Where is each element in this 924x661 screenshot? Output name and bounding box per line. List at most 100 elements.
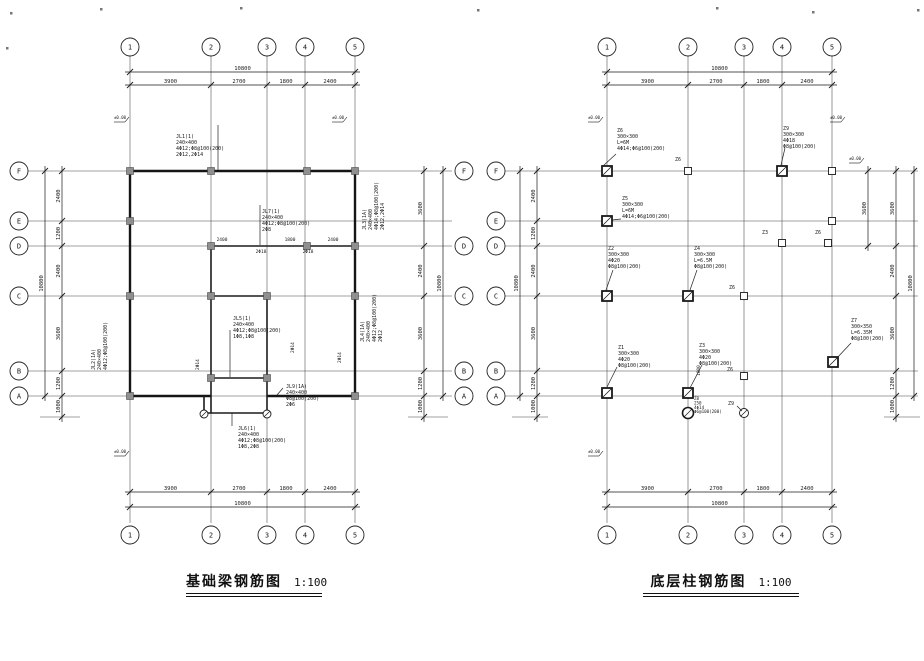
svg-text:Z6: Z6: [675, 157, 681, 163]
svg-text:JL7(1): JL7(1): [262, 209, 280, 215]
svg-text:4Φ12;Φ8@100(200): 4Φ12;Φ8@100(200): [233, 328, 281, 334]
svg-text:±0.00: ±0.00: [114, 115, 127, 120]
grid-lines: [28, 56, 452, 523]
svg-text:2: 2: [209, 532, 213, 540]
svg-text:Z6: Z6: [727, 367, 733, 373]
svg-text:3: 3: [265, 44, 269, 52]
svg-text:4Φ12;Φ8@100(200): 4Φ12;Φ8@100(200): [176, 146, 224, 152]
svg-text:5: 5: [353, 44, 357, 52]
svg-text:Z6: Z6: [617, 128, 623, 134]
annotations: Z6300×300L=6M4Φ14;Φ6@100(200)Z5300×300L=…: [608, 126, 884, 414]
svg-text:5: 5: [830, 44, 834, 52]
stray-mark: [240, 7, 243, 10]
svg-text:10800: 10800: [711, 66, 728, 72]
svg-text:Φ8@100(200): Φ8@100(200): [783, 144, 816, 150]
svg-text:4: 4: [303, 532, 307, 540]
svg-text:2Φ18: 2Φ18: [303, 249, 314, 255]
svg-text:Z1: Z1: [618, 345, 624, 351]
svg-text:Z6: Z6: [815, 230, 821, 236]
svg-text:Z7: Z7: [851, 318, 857, 324]
svg-text:5: 5: [830, 532, 834, 540]
svg-text:2: 2: [686, 44, 690, 52]
svg-text:Φ8@100(200): Φ8@100(200): [851, 336, 884, 342]
svg-text:2400: 2400: [217, 237, 228, 243]
svg-text:240×400: 240×400: [176, 140, 197, 146]
svg-text:JL4(1A): JL4(1A): [360, 321, 366, 342]
svg-text:300×300: 300×300: [622, 202, 643, 208]
svg-text:3600: 3600: [418, 327, 424, 340]
svg-text:3600: 3600: [531, 327, 537, 340]
svg-text:4Φ14;Φ8@100(200): 4Φ14;Φ8@100(200): [374, 182, 380, 230]
svg-text:JL5(1): JL5(1): [233, 316, 251, 322]
leader-lines: [602, 147, 852, 412]
svg-text:4Φ14;Φ6@100(200): 4Φ14;Φ6@100(200): [617, 146, 665, 152]
drawing-scale: 1:100: [758, 576, 792, 589]
svg-text:C: C: [494, 293, 498, 301]
svg-text:1800: 1800: [756, 486, 769, 492]
svg-text:D: D: [462, 243, 466, 251]
svg-text:10800: 10800: [234, 501, 251, 507]
svg-text:2400: 2400: [56, 264, 62, 277]
svg-text:300×300: 300×300: [618, 351, 639, 357]
svg-text:240×400: 240×400: [286, 390, 307, 396]
stray-mark: [100, 8, 103, 11]
svg-text:E: E: [17, 218, 21, 226]
svg-text:1000: 1000: [56, 400, 62, 413]
svg-text:240×400: 240×400: [262, 215, 283, 221]
svg-text:2400: 2400: [418, 264, 424, 277]
svg-text:10800: 10800: [437, 275, 443, 292]
svg-text:C: C: [17, 293, 21, 301]
svg-text:L=6M: L=6M: [617, 140, 629, 146]
columns: [601, 165, 839, 420]
svg-text:Φ8@100(200): Φ8@100(200): [699, 361, 732, 367]
svg-text:±0.00: ±0.00: [830, 115, 843, 120]
svg-text:300×300: 300×300: [608, 252, 629, 258]
stray-mark: [10, 12, 13, 15]
svg-text:±0.00: ±0.00: [588, 449, 601, 454]
svg-text:JL6(1): JL6(1): [238, 426, 256, 432]
svg-text:Φ8@100(200): Φ8@100(200): [286, 396, 319, 402]
svg-text:300×350: 300×350: [851, 324, 872, 330]
svg-text:3600: 3600: [56, 327, 62, 340]
svg-text:3600: 3600: [890, 202, 896, 215]
svg-text:3600: 3600: [890, 327, 896, 340]
stray-mark: [812, 11, 815, 14]
page-title: 底层柱钢筋图: [650, 573, 747, 589]
svg-text:B: B: [17, 368, 21, 376]
svg-text:Z9: Z9: [728, 401, 734, 407]
svg-text:300×300: 300×300: [694, 252, 715, 258]
svg-text:4Φ12;Φ8@100(200): 4Φ12;Φ8@100(200): [238, 438, 286, 444]
svg-text:3: 3: [265, 532, 269, 540]
svg-text:4Φ20: 4Φ20: [608, 258, 620, 264]
svg-text:1: 1: [128, 44, 132, 52]
svg-text:F: F: [17, 168, 21, 176]
svg-text:Z2: Z2: [608, 246, 614, 252]
svg-text:2400: 2400: [531, 264, 537, 277]
svg-text:E: E: [494, 218, 498, 226]
svg-text:Z9: Z9: [783, 126, 789, 132]
stray-mark: [477, 9, 480, 12]
svg-text:4Φ12;Φ8@100(200): 4Φ12;Φ8@100(200): [103, 322, 109, 370]
svg-text:1000: 1000: [531, 400, 537, 413]
svg-text:F: F: [494, 168, 498, 176]
svg-text:±0.00: ±0.00: [588, 115, 601, 120]
svg-text:5: 5: [353, 532, 357, 540]
walls-and-beams: [128, 169, 357, 414]
svg-text:2Φ14: 2Φ14: [290, 342, 296, 353]
svg-text:Φ8@100(200): Φ8@100(200): [608, 264, 641, 270]
svg-text:Z3: Z3: [699, 343, 705, 349]
svg-text:1000: 1000: [890, 400, 896, 413]
svg-text:1000: 1000: [418, 400, 424, 413]
svg-text:1200: 1200: [890, 377, 896, 390]
page-title: 基础梁钢筋图: [186, 573, 282, 589]
svg-text:1800: 1800: [285, 237, 296, 243]
svg-text:3900: 3900: [641, 486, 654, 492]
svg-text:Z3: Z3: [762, 230, 768, 236]
stray-mark: [6, 47, 9, 50]
